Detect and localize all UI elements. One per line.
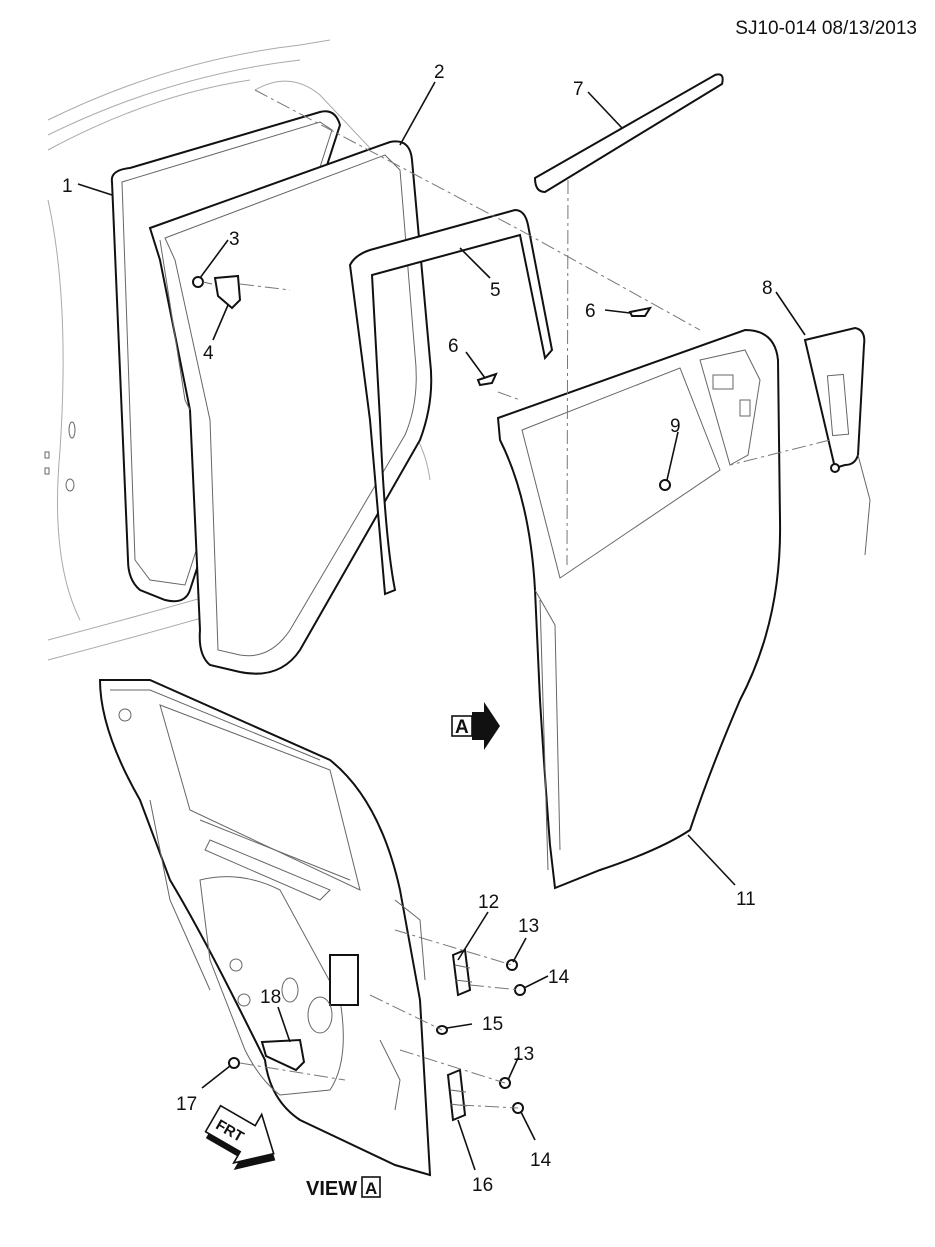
view-label-letter: A	[365, 1179, 377, 1198]
part-18-check-link	[260, 1038, 306, 1072]
part-11-rear-door	[496, 328, 782, 890]
callout-13-lower: 13	[513, 1044, 534, 1065]
callout-11: 11	[736, 889, 756, 910]
callout-6-lower: 6	[448, 336, 459, 357]
callout-14-upper: 14	[548, 967, 570, 988]
part-7-belt-molding	[533, 73, 724, 194]
callout-5: 5	[490, 280, 501, 301]
view-a-label: VIEW A	[306, 1176, 381, 1200]
part-17-bolt	[228, 1057, 240, 1069]
part-2-door-weatherstrip	[148, 140, 433, 675]
callout-8: 8	[762, 278, 773, 299]
leader-lines	[77, 81, 806, 1171]
callout-7: 7	[573, 79, 584, 100]
callout-14-lower: 14	[530, 1150, 552, 1171]
callout-12: 12	[478, 892, 499, 913]
callout-2: 2	[434, 62, 445, 83]
front-direction-arrow-icon: FRT	[204, 1104, 276, 1170]
view-a-marker: A	[451, 702, 500, 750]
part-5-window-channel	[348, 208, 554, 596]
callout-3: 3	[229, 229, 240, 250]
part-12-upper-hinge	[451, 948, 473, 997]
drawing-code: SJ10-014 08/13/2013	[735, 18, 917, 39]
part-6-clip-lower	[476, 372, 498, 387]
callout-1: 1	[62, 176, 73, 197]
door-inner-panel-view-a	[98, 679, 432, 1177]
callout-15: 15	[482, 1014, 503, 1035]
view-a-marker-letter: A	[455, 717, 469, 738]
part-3-bolt	[192, 276, 213, 288]
callout-4: 4	[203, 343, 214, 364]
part-16-lower-hinge	[446, 1068, 468, 1122]
callout-13-upper: 13	[518, 916, 539, 937]
part-13-bolt-upper	[506, 959, 518, 971]
callout-6-upper: 6	[585, 301, 596, 322]
callout-9: 9	[670, 416, 681, 437]
callout-17: 17	[176, 1094, 197, 1115]
callout-16: 16	[472, 1175, 493, 1196]
view-label-text: VIEW	[306, 1178, 357, 1200]
callout-18: 18	[260, 987, 281, 1008]
callout-labels: 1 2 3 4 5 6 6 7 8 9 11 12 13 13 14 14 15…	[62, 62, 773, 1196]
part-4-bracket	[213, 274, 242, 310]
part-6-clip-upper	[628, 306, 653, 317]
part-8-applique	[803, 326, 871, 556]
